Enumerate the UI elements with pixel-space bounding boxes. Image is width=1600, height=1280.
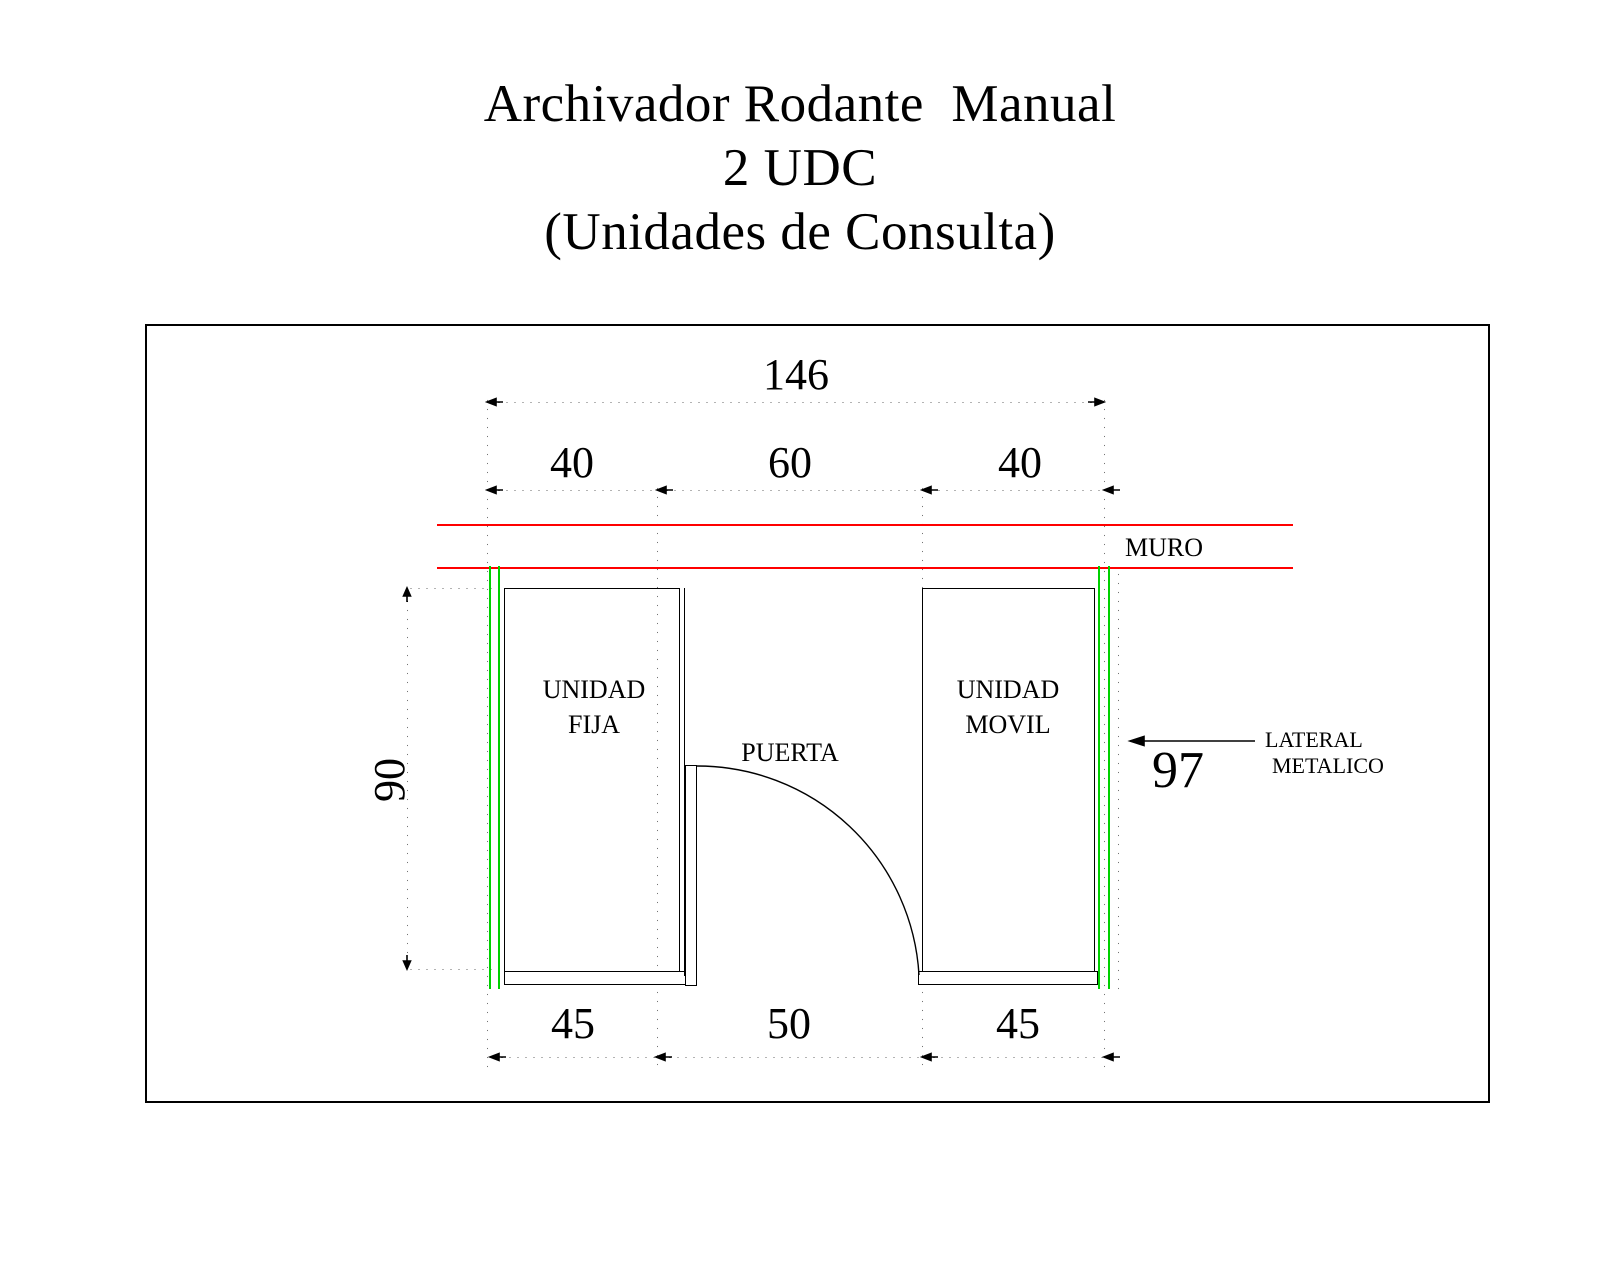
wall-label: MURO — [1125, 533, 1204, 562]
dimension-label-146: 146 — [763, 350, 829, 399]
metal-side-label-line1: LATERAL — [1265, 727, 1363, 752]
extension-line-90-top — [407, 588, 495, 589]
dimension-label-bottom-45-left: 45 — [551, 999, 595, 1048]
dimension-line-top-segments — [487, 490, 1104, 491]
dimension-line-90 — [407, 588, 408, 970]
title-line-1: Archivador Rodante Manual — [483, 75, 1117, 133]
extension-line-right-outer — [1104, 396, 1105, 1068]
wall-line-outer — [437, 524, 1293, 526]
wall-line-inner — [437, 567, 1293, 569]
dimension-label-top-40-right: 40 — [998, 438, 1042, 487]
metal-side-label-line2: METALICO — [1272, 753, 1384, 778]
unit-movil-label-line1: UNIDAD — [956, 675, 1060, 704]
drawing-frame-border — [145, 324, 1490, 1103]
extension-line-left-outer — [487, 396, 488, 1068]
dimension-line-146 — [487, 402, 1104, 403]
door-label: PUERTA — [741, 738, 839, 767]
door-leaf — [685, 765, 697, 986]
dimension-line-bottom-segments — [490, 1057, 1104, 1058]
drawing-title-block: Archivador Rodante Manual 2 UDC (Unidade… — [0, 72, 1600, 264]
dimension-label-bottom-50: 50 — [767, 999, 811, 1048]
dimension-label-97: 97 — [1152, 742, 1204, 799]
metal-side-right-inner — [1098, 566, 1100, 989]
unit-movil-plinth — [918, 971, 1098, 985]
metal-side-left-outer — [489, 566, 491, 989]
unit-movil-label-line2: MOVIL — [965, 710, 1051, 739]
metal-side-right-outer — [1108, 566, 1110, 989]
unit-fija-label-line1: UNIDAD — [542, 675, 646, 704]
unit-fija-right-jamb — [684, 588, 685, 976]
title-line-2: 2 UDC — [722, 139, 878, 197]
metal-side-left-inner — [498, 566, 500, 989]
dimension-label-top-60: 60 — [768, 438, 812, 487]
extension-line-inner-left — [657, 484, 658, 1068]
dimension-label-bottom-45-right: 45 — [996, 999, 1040, 1048]
title-line-3: (Unidades de Consulta) — [544, 203, 1056, 261]
extension-line-90-bottom — [407, 969, 495, 970]
dimension-label-top-40-left: 40 — [550, 438, 594, 487]
unit-fija-label-line2: FIJA — [567, 710, 620, 739]
door-swing-arc — [696, 765, 920, 976]
extension-line-metal-right — [1118, 570, 1119, 990]
